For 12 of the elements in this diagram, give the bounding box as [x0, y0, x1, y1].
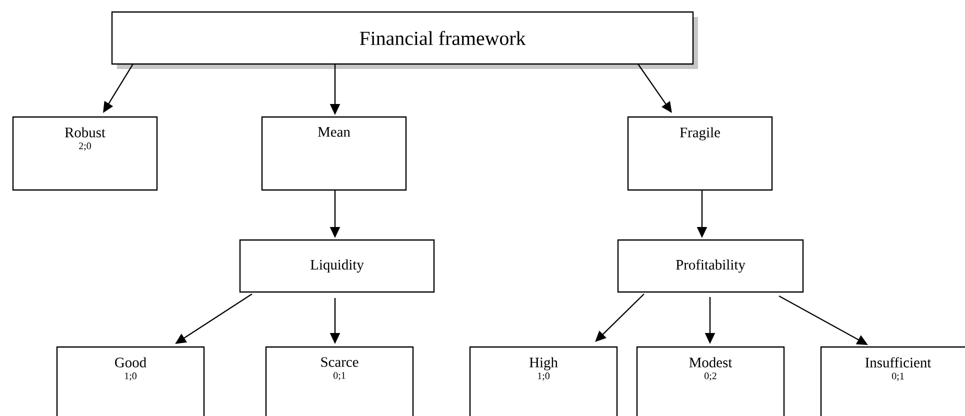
box: Insufficient 0;1 — [820, 346, 965, 416]
box: Scarce 0;1 — [265, 346, 414, 416]
box: Mean — [261, 116, 407, 191]
box: High 1;0 — [469, 346, 618, 416]
box: Good 1;0 — [56, 346, 205, 416]
box: Financial framework — [111, 11, 694, 65]
box: Profitability — [617, 239, 804, 293]
box: Robust 2;0 — [12, 116, 158, 191]
box: Fragile — [627, 116, 773, 191]
box: Liquidity — [239, 239, 435, 293]
box: Modest 0;2 — [636, 346, 785, 416]
arrow — [595, 294, 644, 342]
